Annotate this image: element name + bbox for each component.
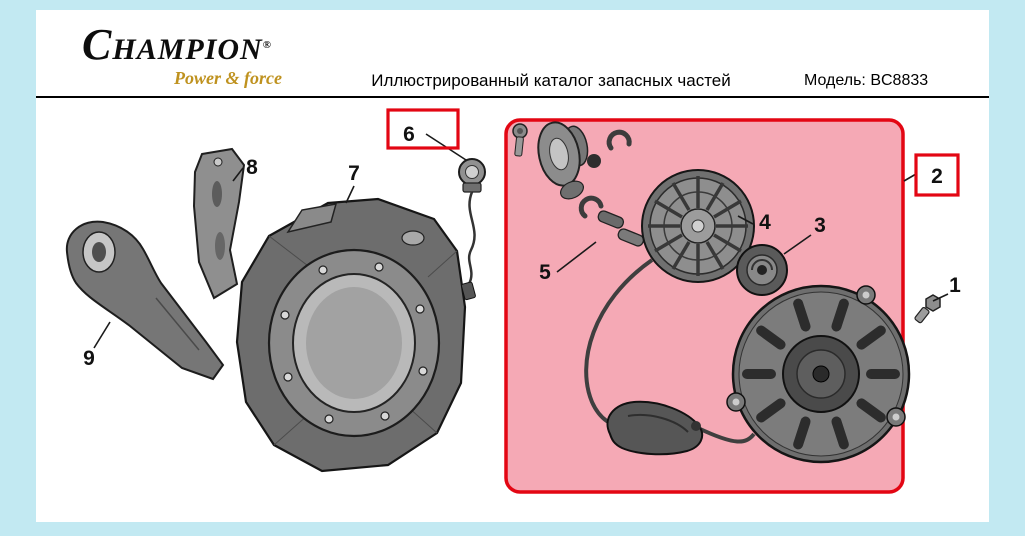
part-starter-cup-plates: [537, 121, 589, 200]
part-wired-switch: [458, 158, 486, 301]
part-starter-handle: [606, 400, 704, 456]
part-small-bolt: [512, 123, 528, 157]
content-panel: CHAMPION® Power & force Иллюстрированный…: [36, 10, 989, 522]
housing-mount-lugs: [726, 285, 906, 427]
highlight-box-6: [386, 108, 460, 150]
callout-9: 9: [83, 347, 95, 370]
logo-initial: C: [82, 20, 113, 69]
page-title: Иллюстрированный каталог запасных частей: [371, 71, 731, 90]
callout-2: 2: [931, 165, 943, 188]
part-starter-reel: [641, 169, 755, 283]
logo-rest: HAMPION: [112, 33, 263, 66]
registered-mark-icon: ®: [262, 39, 271, 51]
part-recoil-starter-housing: [726, 284, 911, 464]
champion-logo: CHAMPION® Power & force: [82, 20, 292, 89]
part-spring-cup: [736, 244, 788, 296]
part-spring-clips: [578, 129, 632, 219]
callout-4: 4: [759, 211, 771, 234]
callout-5: 5: [539, 261, 551, 284]
callout-3: 3: [814, 214, 826, 237]
housing-vent-slots: [742, 298, 900, 450]
callout-7: 7: [348, 162, 360, 185]
logo-tagline: Power & force: [174, 68, 282, 89]
starter-rope-short: [697, 426, 756, 444]
part-roller: [587, 154, 601, 168]
logo-wordmark: CHAMPION®: [82, 20, 292, 69]
part-bracket: [192, 147, 246, 300]
fan-housing-bolt-holes: [280, 262, 428, 424]
callout-8: 8: [246, 156, 258, 179]
part-air-duct: [65, 220, 225, 381]
exploded-parts-diagram: 1 2 3 4 5 6 7 8 9: [36, 102, 989, 522]
parts-diagram-svg: 1 2 3 4 5 6 7 8 9: [65, 108, 961, 494]
callout-6: 6: [403, 123, 415, 146]
header-divider: [36, 96, 989, 98]
part-fan-housing: [235, 197, 467, 473]
callout-1: 1: [949, 274, 961, 297]
highlight-box-2: [914, 153, 960, 197]
part-starter-pawls: [597, 210, 645, 247]
model-label: Модель: BC8833: [804, 72, 929, 89]
